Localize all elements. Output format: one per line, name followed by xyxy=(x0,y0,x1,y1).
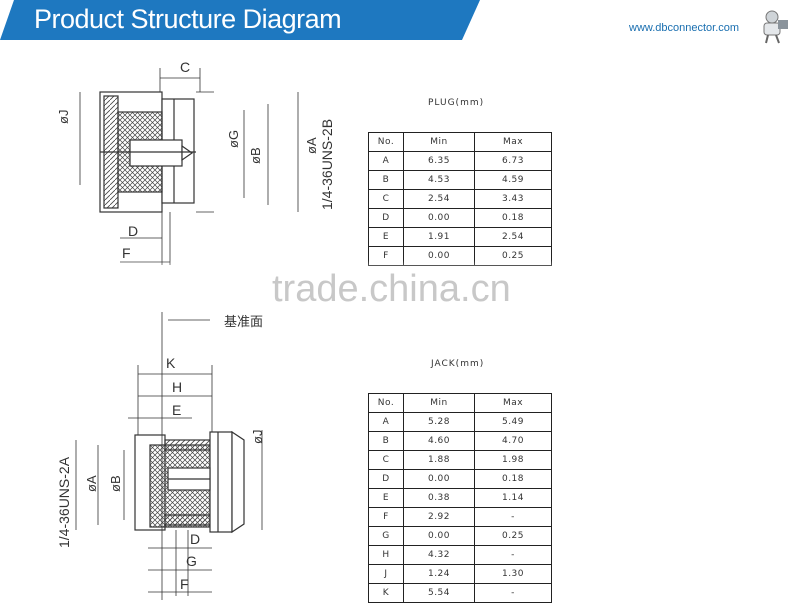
banner-shape xyxy=(0,0,480,40)
table-cell-no: A xyxy=(368,412,404,432)
table-cell-max: 5.49 xyxy=(474,412,552,432)
table-cell-max: 2.54 xyxy=(474,227,552,247)
column-header-no: No. xyxy=(368,393,404,413)
website-link[interactable]: www.dbconnector.com xyxy=(629,22,740,34)
jack-label-f: F xyxy=(180,576,189,592)
table-cell-min: 4.60 xyxy=(403,431,475,451)
table-cell-no: D xyxy=(368,469,404,489)
table-cell-max: 4.59 xyxy=(474,170,552,190)
table-cell-no: E xyxy=(368,488,404,508)
table-cell-max: 1.14 xyxy=(474,488,552,508)
table-cell-no: G xyxy=(368,526,404,546)
table-cell-max: - xyxy=(474,507,552,527)
jack-label-b: øB xyxy=(108,475,123,492)
watermark-text: trade.china.cn xyxy=(272,268,511,310)
table-cell-no: D xyxy=(368,208,404,228)
table-cell-no: A xyxy=(368,151,404,171)
header-banner xyxy=(0,0,480,40)
table-cell-max: 0.18 xyxy=(474,208,552,228)
jack-table-caption: JACK(mm) xyxy=(431,359,485,369)
table-cell-min: 2.92 xyxy=(403,507,475,527)
plug-label-b: øB xyxy=(248,147,263,164)
column-header-min: Min xyxy=(403,132,475,152)
table-cell-min: 0.38 xyxy=(403,488,475,508)
table-cell-no: B xyxy=(368,170,404,190)
table-cell-no: H xyxy=(368,545,404,565)
table-cell-no: J xyxy=(368,564,404,584)
jack-structure-drawing: 基准面 K H E 1/4-36UNS-2A øA øB øJ D G F xyxy=(56,312,265,600)
plug-label-f: F xyxy=(122,245,131,261)
plug-structure-drawing: C øJ øG øB 1/4-36UNS-2B øA D F xyxy=(56,59,335,265)
plug-label-g: øG xyxy=(226,130,241,148)
column-header-no: No. xyxy=(368,132,404,152)
table-cell-no: B xyxy=(368,431,404,451)
table-cell-max: 1.30 xyxy=(474,564,552,584)
plug-label-j: øJ xyxy=(56,110,71,124)
table-cell-min: 4.53 xyxy=(403,170,475,190)
jack-label-a: øA xyxy=(84,475,99,492)
table-cell-min: 1.88 xyxy=(403,450,475,470)
jack-label-h: H xyxy=(172,379,182,395)
column-header-min: Min xyxy=(403,393,475,413)
table-cell-min: 2.54 xyxy=(403,189,475,209)
table-cell-min: 4.32 xyxy=(403,545,475,565)
plug-table-caption: PLUG(mm) xyxy=(428,98,485,108)
column-header-max: Max xyxy=(474,393,552,413)
table-cell-min: 5.28 xyxy=(403,412,475,432)
jack-label-g: G xyxy=(186,553,197,569)
table-cell-max: - xyxy=(474,545,552,565)
table-cell-min: 0.00 xyxy=(403,526,475,546)
table-cell-min: 0.00 xyxy=(403,469,475,489)
column-header-max: Max xyxy=(474,132,552,152)
mascot-logo-icon xyxy=(763,10,788,44)
plug-label-a: øA xyxy=(304,137,319,154)
jack-label-thread: 1/4-36UNS-2A xyxy=(56,456,72,548)
table-cell-no: F xyxy=(368,507,404,527)
jack-label-reference: 基准面 xyxy=(224,314,263,329)
table-cell-max: 3.43 xyxy=(474,189,552,209)
table-cell-min: 6.35 xyxy=(403,151,475,171)
table-cell-min: 0.00 xyxy=(403,208,475,228)
table-cell-max: 4.70 xyxy=(474,431,552,451)
table-cell-max: 0.18 xyxy=(474,469,552,489)
plug-label-c: C xyxy=(180,59,190,75)
jack-label-j: øJ xyxy=(250,430,265,444)
table-cell-max: 6.73 xyxy=(474,151,552,171)
table-cell-no: C xyxy=(368,189,404,209)
table-cell-min: 1.91 xyxy=(403,227,475,247)
jack-label-d: D xyxy=(190,531,200,547)
table-cell-max: 1.98 xyxy=(474,450,552,470)
jack-label-k: K xyxy=(166,355,176,371)
watermark-band xyxy=(0,260,800,300)
table-cell-max: 0.25 xyxy=(474,526,552,546)
plug-label-d: D xyxy=(128,223,138,239)
jack-label-e: E xyxy=(172,402,181,418)
table-cell-min: 1.24 xyxy=(403,564,475,584)
page-title: Product Structure Diagram xyxy=(34,4,342,34)
plug-label-thread: 1/4-36UNS-2B xyxy=(319,119,335,210)
table-cell-no: C xyxy=(368,450,404,470)
table-cell-no: E xyxy=(368,227,404,247)
